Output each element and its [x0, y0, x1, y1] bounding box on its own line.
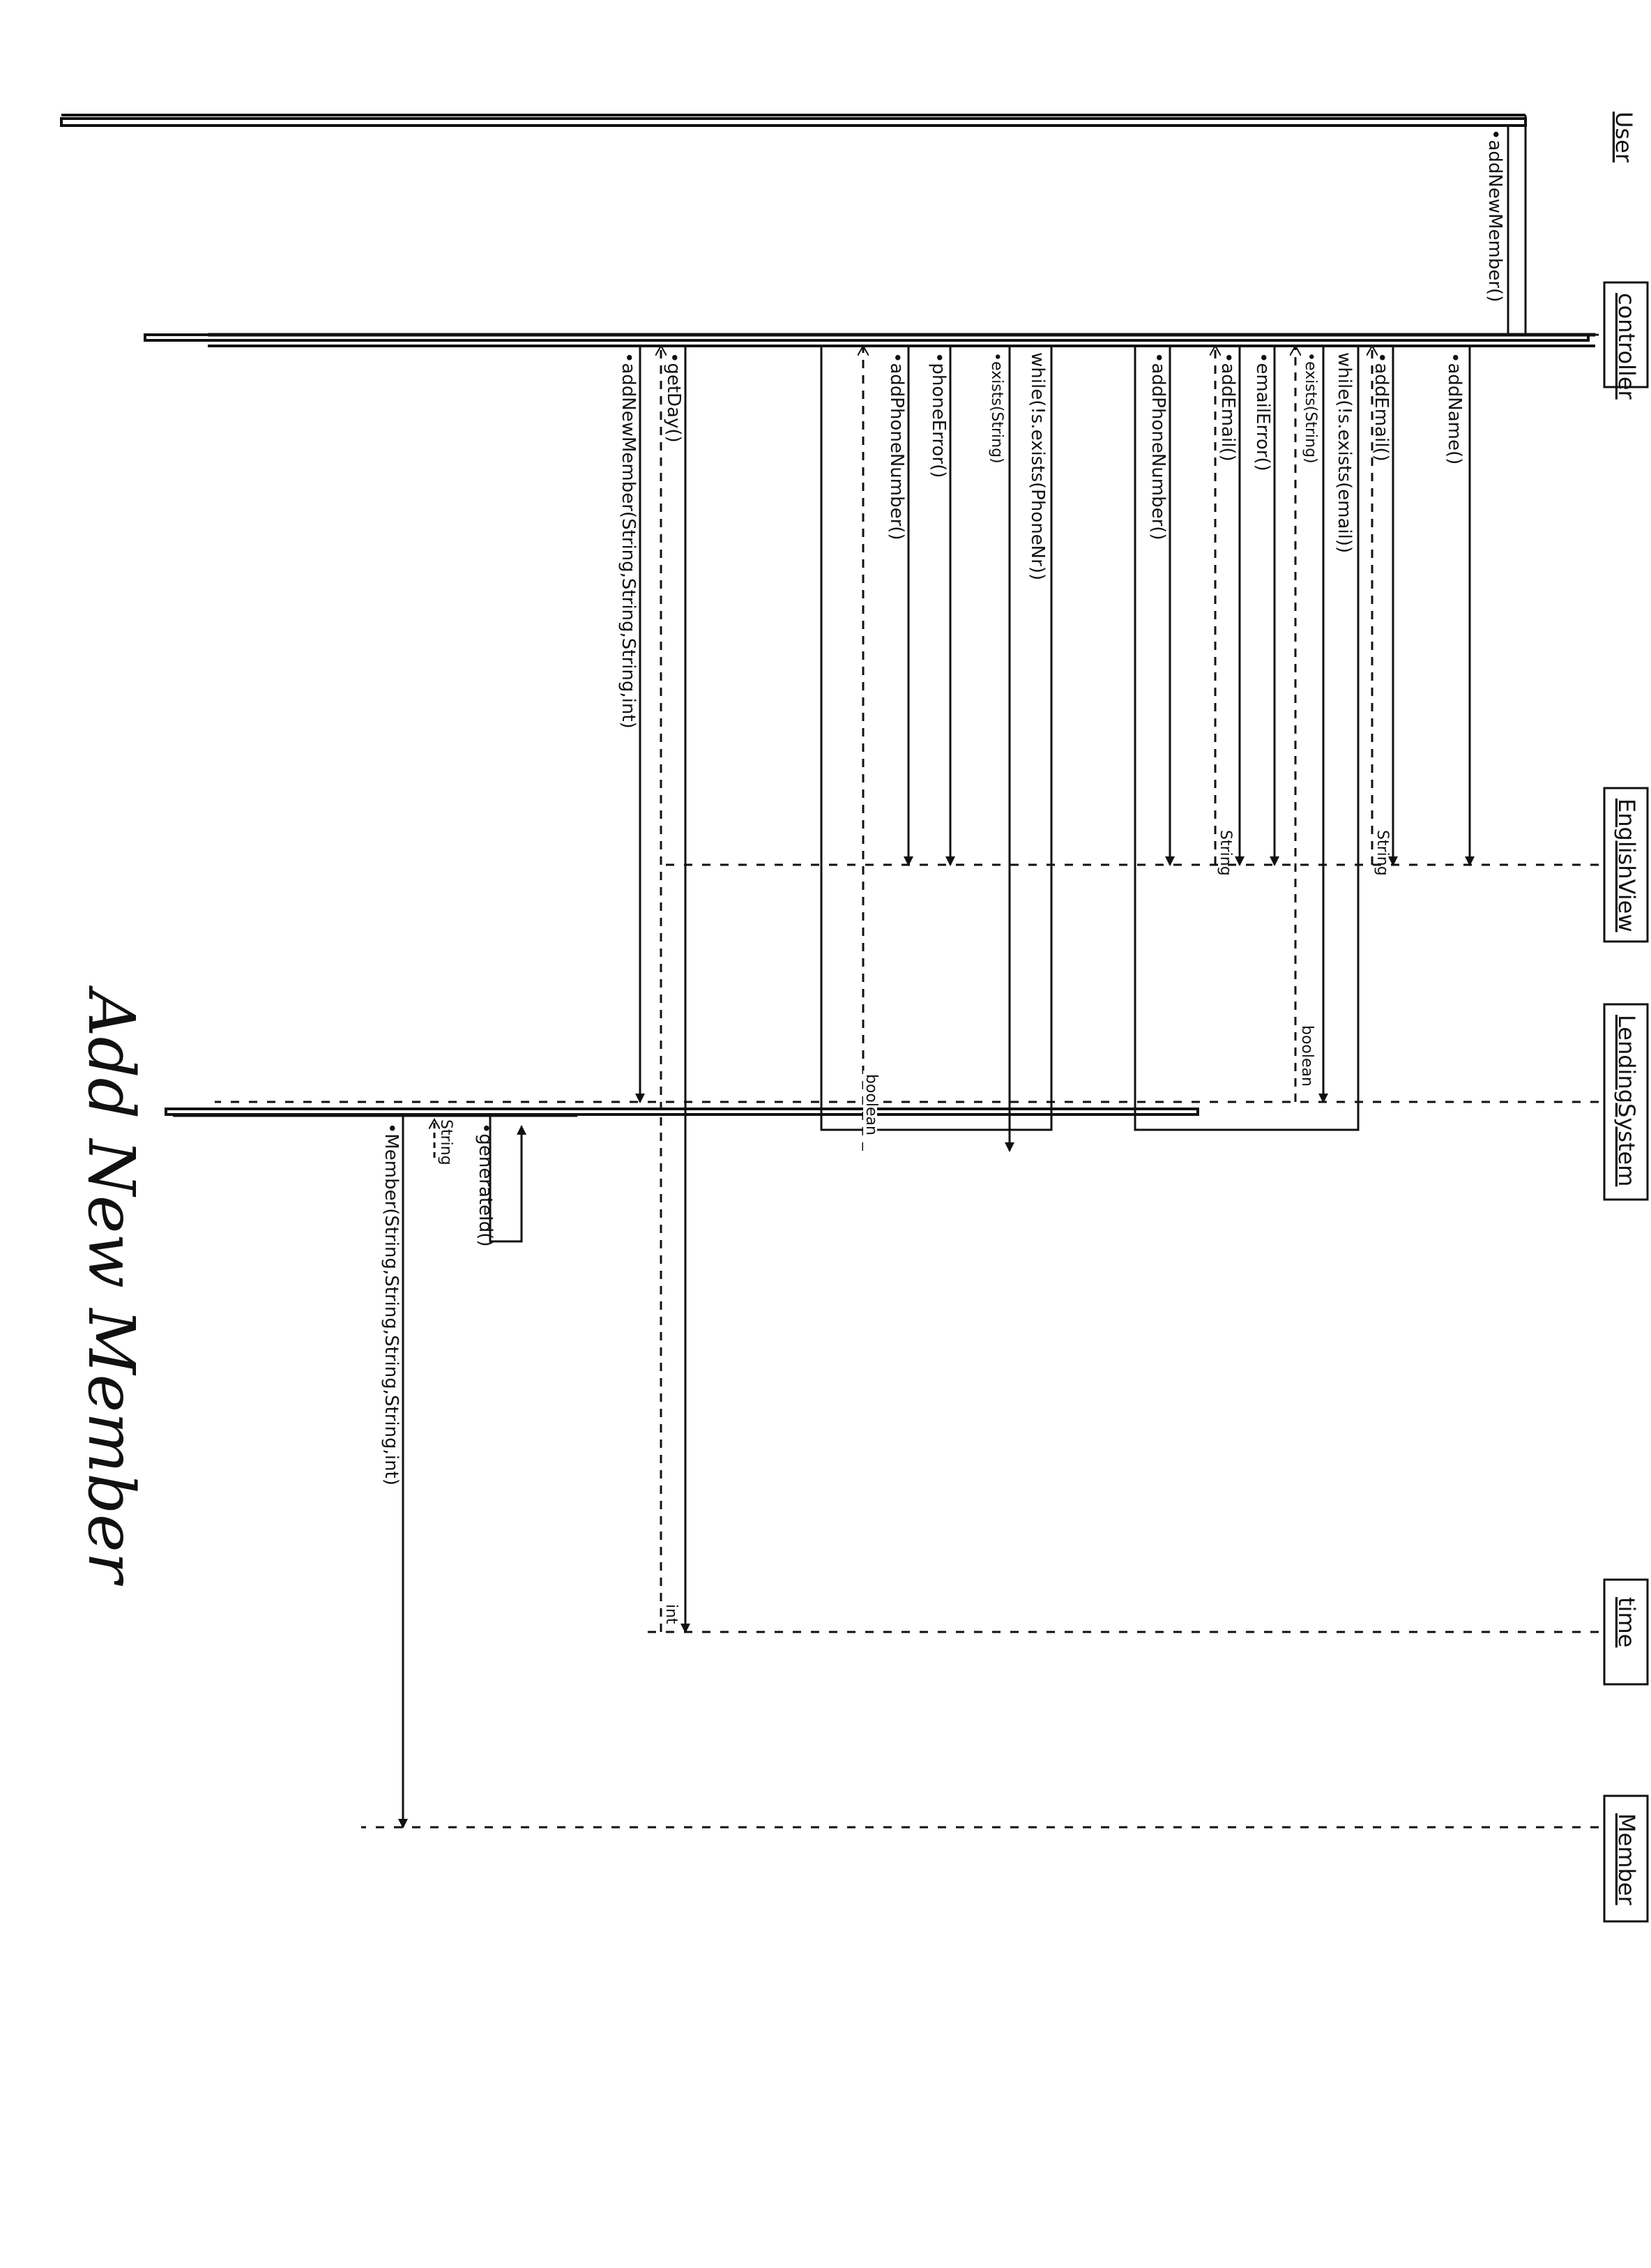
participant-user-label: User: [1611, 112, 1637, 163]
participant-english-view-label: EnglishView: [1613, 799, 1640, 932]
message-member-ctor: •Member(String,String,String,String,int): [381, 1116, 408, 1829]
message-exists-string-2-label: •exists(String): [988, 352, 1005, 464]
participant-time-label: time: [1613, 1597, 1640, 1647]
loop-while-phone-label: while(!s.exists(PhoneNr)): [1027, 352, 1048, 580]
lifelines: [215, 333, 1599, 1829]
message-string-return-3-label: String: [437, 1119, 455, 1165]
message-add-new-member: •addNewMember(): [1484, 126, 1509, 335]
participant-member-label: Member: [1613, 1813, 1640, 1905]
message-add-name-label: •addName(): [1444, 352, 1465, 464]
message-boolean-return-1: boolean: [1295, 346, 1316, 1102]
message-string-return-2-label: String: [1217, 830, 1234, 876]
message-add-email-1-label: •addEmail(): [1371, 352, 1392, 462]
message-string-return-2: String: [1215, 346, 1234, 876]
message-phone-error: •phoneError(): [928, 346, 955, 866]
message-add-new-member-label: •addNewMember(): [1484, 129, 1505, 302]
message-add-email-2-label: •addEmail(): [1217, 352, 1238, 462]
message-add-phone-number-1: •addPhoneNumber(): [1148, 346, 1175, 866]
message-get-day: •getDay(): [663, 346, 690, 1633]
message-add-new-member-call: •addNewMember(String,String,String,int): [618, 346, 645, 1103]
message-boolean-return-1-label: boolean: [1298, 1025, 1316, 1087]
message-generate-id-label: •generateId(): [475, 1123, 496, 1247]
rotated-diagram: User controller EnglishView LendingSyste…: [60, 112, 1649, 1923]
participant-controller: controller: [1603, 281, 1649, 400]
message-boolean-return-2-label: boolean: [862, 1074, 880, 1135]
participant-time: time: [1603, 1578, 1649, 1686]
participant-english-view: EnglishView: [1603, 787, 1649, 943]
message-add-email-1: •addEmail(): [1371, 346, 1398, 866]
message-string-return-1-label: String: [1374, 830, 1391, 876]
message-int-return: int: [661, 346, 680, 1632]
message-string-return-3: String: [434, 1119, 455, 1165]
participant-user: User: [1611, 112, 1637, 163]
message-string-return-1: String: [1372, 346, 1391, 876]
message-boolean-return-2: boolean: [862, 346, 880, 1151]
message-add-name: •addName(): [1444, 346, 1475, 866]
message-member-ctor-label: •Member(String,String,String,String,int): [381, 1123, 402, 1485]
participant-lending-system: LendingSystem: [1603, 1003, 1649, 1201]
message-add-phone-number-1-label: •addPhoneNumber(): [1148, 352, 1169, 540]
loop-while-email: while(!s.exists(email)): [1134, 346, 1360, 1131]
message-add-phone-number-2-label: •addPhoneNumber(): [886, 352, 907, 540]
loop-while-phone: while(!s.exists(PhoneNr)): [820, 346, 1053, 1131]
message-get-day-label: •getDay(): [663, 352, 684, 443]
message-exists-string-2: •exists(String): [988, 346, 1014, 1152]
message-exists-string-1-label: •exists(String): [1302, 352, 1319, 464]
message-int-return-label: int: [662, 1604, 680, 1624]
participant-controller-label: controller: [1613, 293, 1640, 400]
loop-while-email-label: while(!s.exists(email)): [1334, 352, 1355, 553]
message-add-phone-number-2: •addPhoneNumber(): [886, 346, 913, 866]
message-email-error: •emailError(): [1252, 346, 1279, 866]
message-exists-string-1: •exists(String): [1302, 346, 1328, 1103]
diagram-title: Add New Member: [74, 985, 149, 1587]
message-add-email-2: •addEmail(): [1217, 346, 1245, 866]
message-email-error-label: •emailError(): [1252, 352, 1273, 471]
participant-member: Member: [1603, 1794, 1649, 1923]
message-add-new-member-call-label: •addNewMember(String,String,String,int): [618, 352, 639, 729]
message-generate-id: •generateId(): [475, 1116, 526, 1247]
participant-lending-system-label: LendingSystem: [1613, 1015, 1640, 1186]
message-phone-error-label: •phoneError(): [928, 352, 949, 478]
